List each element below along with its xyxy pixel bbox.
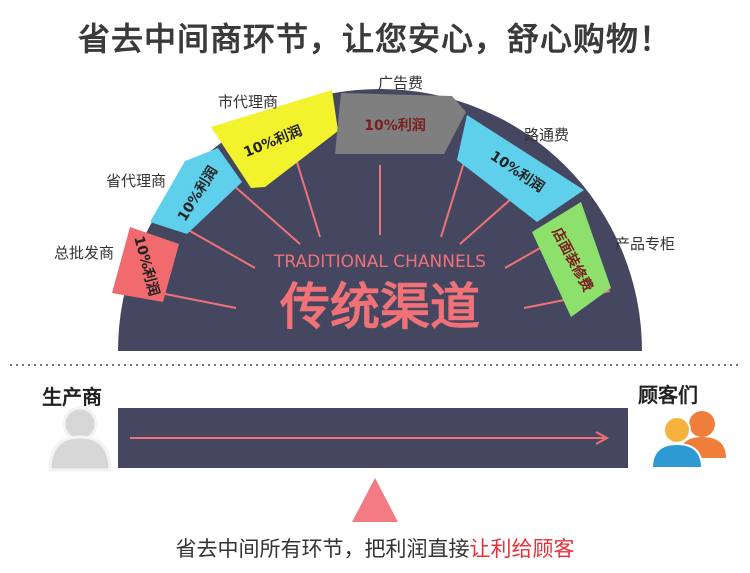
footer-text: 省去中间所有环节，把利润直接让利给顾客: [0, 533, 750, 563]
page-title: 省去中间商环节，让您安心，舒心购物！: [77, 20, 672, 58]
label-road: 路通费: [524, 126, 570, 144]
footer-prefix: 省去中间所有环节，把利润直接: [175, 537, 470, 561]
maker-label: 生产商: [42, 385, 102, 409]
direct-arrow-head: [595, 431, 610, 445]
segment-wholesaler: 10%利润: [112, 227, 179, 302]
segment-counter: 店面装修费: [532, 202, 611, 317]
segment-ads: 10%利润: [335, 93, 466, 154]
label-province: 省代理商: [106, 172, 167, 190]
label-city: 市代理商: [218, 93, 279, 111]
pointer-triangle: [352, 478, 398, 522]
segment-city: 10%利润: [211, 90, 338, 188]
segment-ads-text: 10%利润: [364, 117, 426, 134]
center-title-cn: 传统渠道: [279, 278, 480, 336]
label-ads: 广告费: [378, 74, 424, 92]
footer-highlight: 让利给顾客: [469, 537, 575, 561]
customers-label: 顾客们: [638, 383, 698, 407]
segment-province: 10%利润: [150, 148, 242, 234]
label-wholesaler: 总批发商: [54, 244, 115, 262]
users-orange-blue-icon: [650, 411, 726, 469]
user-gray-icon: [48, 406, 112, 472]
label-counter: 产品专柜: [615, 235, 676, 253]
center-title-en: TRADITIONAL CHANNELS: [273, 252, 486, 272]
